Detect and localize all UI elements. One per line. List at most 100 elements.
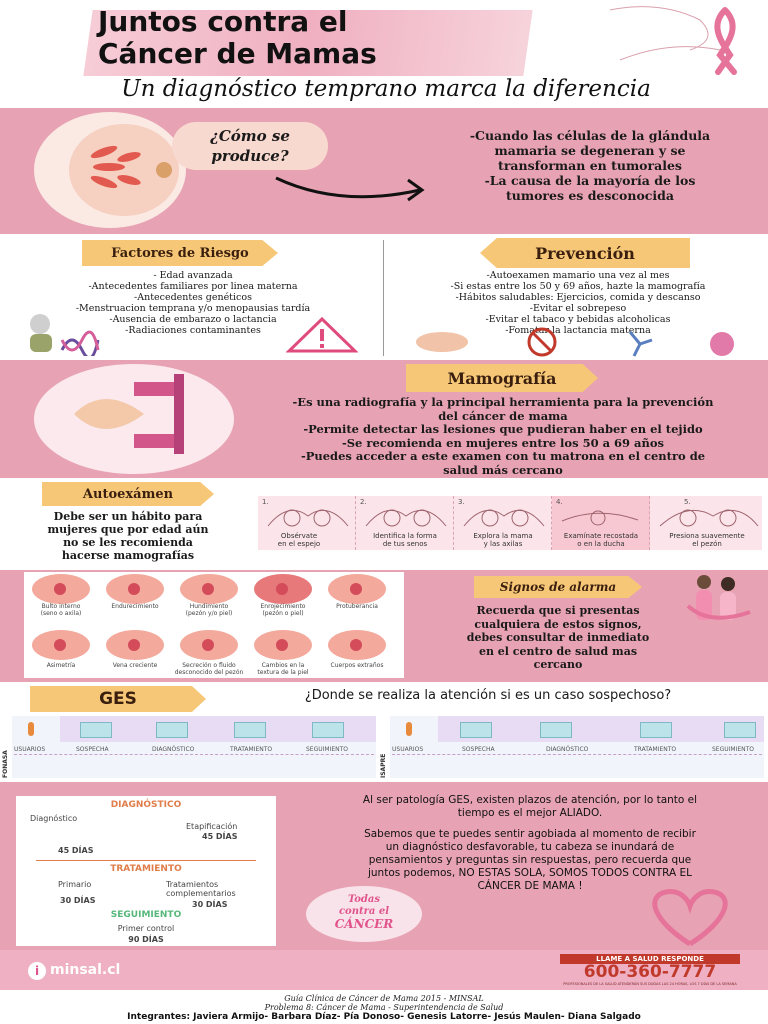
integrantes: Integrantes: Javiera Armijo- Barbara Día…	[127, 1012, 641, 1022]
salud-responde-label: LLAME A SALUD RESPONDE	[560, 954, 740, 964]
caption-line: Bulto interno	[41, 603, 81, 610]
plazo-title-tratamiento: TRATAMIENTO	[110, 864, 182, 874]
flow-label: USUARIOS	[392, 746, 424, 753]
signos-line: en el centro de salud mas	[478, 644, 638, 658]
factores-riesgo-tag: Factores de Riesgo	[82, 240, 278, 266]
produce-line: -La causa de la mayoría de los	[484, 173, 696, 188]
signos-line: debes consultar de inmediato	[466, 631, 650, 644]
caption-line: Explora la mama	[473, 532, 533, 540]
caption-line: Protuberancia	[336, 603, 378, 610]
flow-label: USUARIOS	[14, 746, 46, 753]
caption-line: Identifica la forma	[373, 532, 437, 540]
prevencion-item: -Autoexamen mamario una vez al mes	[486, 270, 670, 281]
step-number: 5.	[684, 498, 691, 506]
women-ribbon-illustration	[686, 575, 751, 620]
autoexamen-step-1	[258, 496, 356, 550]
sign-caption: Hundimiento(pezón y/o piel)	[174, 603, 244, 617]
prevencion-item: -Evitar el sobrepeso	[529, 303, 627, 314]
sign-caption: Protuberancia	[322, 603, 392, 610]
clinic-icon	[540, 722, 572, 738]
caption-line: el pezón	[692, 540, 722, 548]
autoexamen-line: Debe ser un hábito para	[53, 510, 203, 523]
mamografia-line: salud más cercano	[443, 462, 563, 477]
riesgo-item: - Edad avanzada	[153, 270, 233, 281]
mamografia-tag: Mamografía	[406, 364, 598, 392]
flow-line	[392, 754, 762, 755]
caption-line: en el espejo	[277, 540, 321, 548]
no-smoking-icon	[527, 327, 557, 357]
badge-line: contra el	[338, 906, 390, 917]
sign-illustration	[180, 574, 238, 604]
section-plazos-mensaje: DIAGNÓSTICO Diagnóstico 45 DÍAS Etapific…	[0, 782, 768, 950]
produce-line: transforman en tumorales	[498, 158, 682, 173]
flow-band	[438, 716, 764, 742]
sign-caption: Endurecimiento	[100, 603, 170, 610]
hospital-icon	[156, 722, 188, 738]
phone-subtext: PROFESIONALES DE LA SALUD ATENDERÁN SUS …	[563, 982, 737, 986]
fonasa-flow: USUARIOS SOSPECHA DIAGNÓSTICO TRATAMIENT…	[12, 716, 376, 778]
minsal-link[interactable]: minsal.cl	[50, 962, 121, 978]
mamografia-line: -Se recomienda en mujeres entre los 50 a…	[341, 435, 664, 450]
riesgo-item: -Ausencia de embarazo o lactancia	[109, 314, 277, 325]
autoexamen-line: hacerse mamografías	[61, 549, 195, 562]
isapre-flow: USUARIOS SOSPECHA DIAGNÓSTICO TRATAMIENT…	[390, 716, 764, 778]
badge-line: Todas	[347, 894, 381, 905]
sign-illustration	[106, 574, 164, 604]
question-line-2: produce?	[211, 147, 289, 165]
mensaje-line: Al ser patología GES, existen plazos de …	[362, 794, 698, 806]
section-riesgo-prevencion: Factores de Riesgo - Edad avanzada -Ante…	[0, 234, 768, 360]
references: Guía Clínica de Cáncer de Mama 2015 - MI…	[0, 994, 768, 1012]
sign-illustration	[254, 630, 312, 660]
produce-line: mamaria se degeneran y se	[494, 143, 686, 158]
plazo-days: 30 DÍAS	[60, 896, 96, 905]
salud-responde-phone[interactable]: 600-360-7777	[583, 962, 717, 982]
sign-illustration	[328, 630, 386, 660]
mammography-illustration	[34, 364, 234, 474]
mamografia-line: -Permite detectar las lesiones que pudie…	[303, 422, 703, 436]
flow-label: SEGUIMIENTO	[712, 746, 755, 753]
autoexamen-tag: Autoexámen	[42, 482, 214, 506]
caption-line: Obsérvate	[280, 532, 318, 540]
signos-alarma-tag: Signos de alarma	[474, 576, 642, 598]
caption-line: Cambios en la	[261, 662, 305, 669]
header: Juntos contra el Cáncer de Mamas Un diag…	[0, 0, 768, 108]
title-line-2: Cáncer de Mamas	[98, 37, 377, 70]
isapre-label: ISAPRE	[380, 753, 387, 778]
produce-text: -Cuando las células de la glándula mamar…	[420, 128, 760, 203]
info-icon: i	[28, 962, 46, 980]
flow-label: DIAGNÓSTICO	[152, 746, 195, 753]
signos-line: cualquiera de estos signos,	[474, 617, 642, 631]
caption-line: Presiona suavemente	[669, 532, 745, 540]
section-ges: GES ¿Donde se realiza la atención si es …	[0, 682, 768, 782]
section-produce: ¿Cómo se produce? -Cuando las células de…	[0, 108, 768, 234]
hospital-icon	[312, 722, 344, 738]
plazo-title-diagnostico: DIAGNÓSTICO	[110, 800, 182, 810]
flow-label: TRATAMIENTO	[230, 746, 273, 753]
flow-label: SOSPECHA	[462, 746, 495, 753]
riesgo-item: -Antecedentes familiares por linea mater…	[88, 281, 298, 292]
autoexamen-line: no se les recomienda	[63, 536, 193, 549]
caption-line: (seno o axila)	[40, 610, 82, 617]
prevencion-item: -Fomatar la lactancia materna	[505, 325, 651, 336]
autoexamen-step-2	[356, 496, 454, 550]
autoexamen-step-4	[552, 496, 650, 550]
arrow-icon	[275, 176, 425, 202]
mamografia-line: -Es una radiografía y la principal herra…	[292, 395, 714, 409]
elderly-dna-illustration	[30, 314, 100, 356]
hospital-icon	[234, 722, 266, 738]
footer-bar: i minsal.cl LLAME A SALUD RESPONDE 600-3…	[0, 950, 768, 990]
sign-illustration	[328, 574, 386, 604]
mensaje-line: juntos podemos, NO ESTAS SOLA, SOMOS TOD…	[367, 867, 693, 879]
plazo-item: Primer control	[117, 924, 175, 933]
sign-caption: Cuerpos extraños	[322, 662, 392, 669]
riesgo-item: -Antecedentes genéticos	[134, 292, 252, 303]
reference-line: Guía Clínica de Cáncer de Mama 2015 - MI…	[284, 994, 484, 1003]
step-number: 4.	[556, 498, 563, 506]
caption-line: (pezón o piel)	[262, 610, 304, 617]
sign-caption: Enrojecimiento(pezón o piel)	[248, 603, 318, 617]
sign-caption: Bulto interno(seno o axila)	[26, 603, 96, 617]
produce-line: tumores es desconocida	[506, 188, 674, 203]
sign-caption: Vena creciente	[100, 662, 170, 669]
